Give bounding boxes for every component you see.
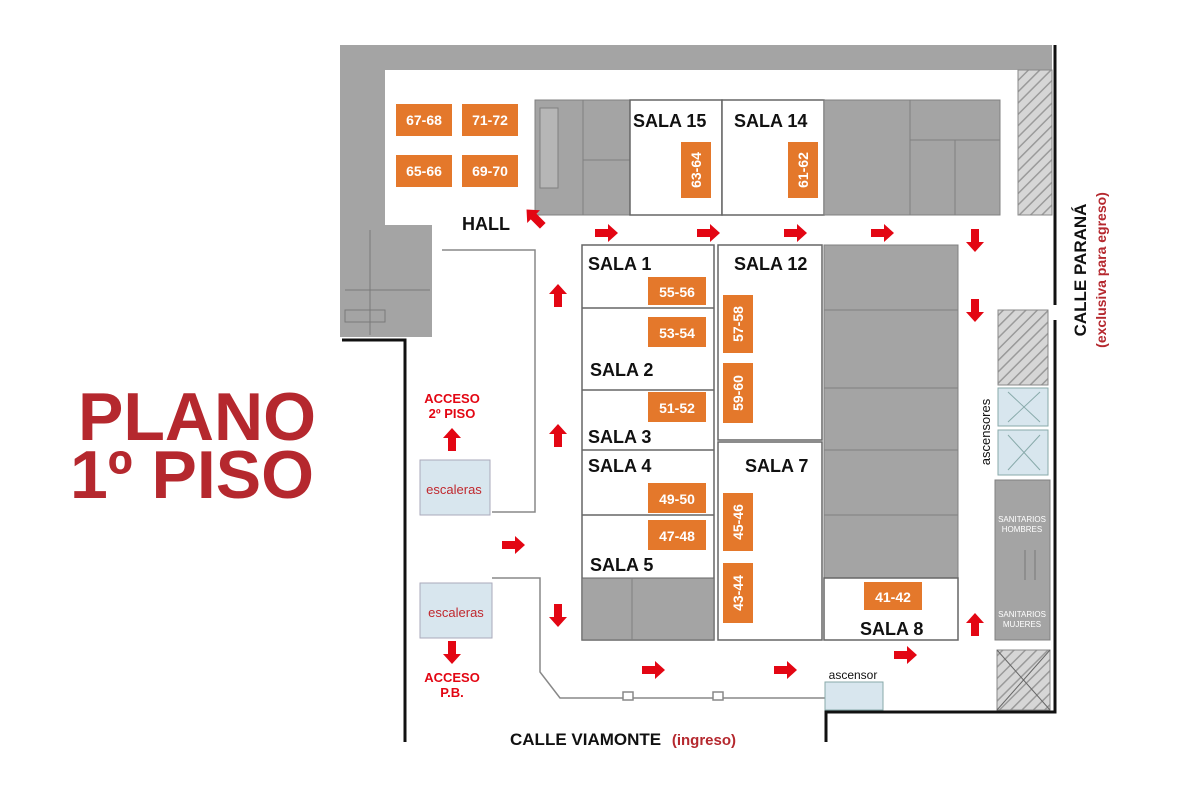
booth-63-64: 63-64 [688, 152, 704, 188]
sala-7-label: SALA 7 [745, 456, 808, 476]
stairs-label-top: escaleras [426, 482, 482, 497]
booth-59-60: 59-60 [730, 375, 746, 411]
arrow-up-left [526, 209, 546, 229]
top-rooms [534, 99, 1001, 216]
arrow-up [549, 284, 567, 307]
women-restroom-label: SANITARIOS [998, 610, 1046, 619]
arrow-right [502, 536, 525, 554]
booth-41-42: 41-42 [875, 589, 911, 605]
booths [396, 104, 922, 623]
arrow-up [966, 613, 984, 636]
stairs [419, 459, 493, 639]
access-2nd-floor-label: ACCESO [424, 391, 480, 406]
women-restroom-label-2: MUJERES [1003, 620, 1041, 629]
men-restroom-label-2: HOMBRES [1002, 525, 1042, 534]
men-restroom-label: SANITARIOS [998, 515, 1046, 524]
arrow-right [774, 661, 797, 679]
booth-55-56: 55-56 [659, 284, 695, 300]
arrow-up [549, 424, 567, 447]
arrow-down [549, 604, 567, 627]
sala-8-label: SALA 8 [860, 619, 923, 639]
booth-51-52: 51-52 [659, 400, 695, 416]
sala-5-label: SALA 5 [590, 555, 653, 575]
arrow-up [443, 428, 461, 451]
street-parana-label: CALLE PARANÁ [1071, 204, 1090, 337]
booth-67-68: 67-68 [406, 112, 442, 128]
booth-69-70: 69-70 [472, 163, 508, 179]
access-2nd-floor-label-2: 2º PISO [429, 406, 476, 421]
arrow-right [894, 646, 917, 664]
booth-47-48: 47-48 [659, 528, 695, 544]
street-viamonte-label: CALLE VIAMONTE [510, 730, 661, 749]
booth-43-44: 43-44 [730, 575, 746, 611]
street-parana-note: (exclusiva para egreso) [1093, 192, 1109, 348]
arrow-right [784, 224, 807, 242]
svg-text:CALLE VIAMONTE (ingreso): CALLE VIAMONTE (ingreso) [510, 730, 736, 749]
sala-4-label: SALA 4 [588, 456, 651, 476]
booth-53-54: 53-54 [659, 325, 695, 341]
sala-1-label: SALA 1 [588, 254, 651, 274]
booth-71-72: 71-72 [472, 112, 508, 128]
elevator-label: ascensor [829, 668, 878, 682]
restrooms [994, 479, 1051, 711]
elevators-label: ascensores [978, 398, 993, 465]
arrow-down [966, 229, 984, 252]
sala-15-label: SALA 15 [633, 111, 706, 131]
exterior-walls [342, 45, 1057, 742]
sala-14-label: SALA 14 [734, 111, 807, 131]
flow-arrows [443, 209, 984, 679]
map-title-line-1: PLANO [78, 379, 316, 455]
hall-label: HALL [462, 214, 510, 234]
arrow-down [966, 299, 984, 322]
access-ground-label-2: P.B. [440, 685, 464, 700]
stairs-label-bottom: escaleras [428, 605, 484, 620]
arrow-right [697, 224, 720, 242]
arrow-right [871, 224, 894, 242]
sala-2-label: SALA 2 [590, 360, 653, 380]
map-title-line-2: 1º PISO [70, 437, 314, 513]
street-viamonte-note: (ingreso) [672, 732, 736, 749]
arrow-down [443, 641, 461, 664]
elevators [824, 387, 1049, 711]
sala-12-label: SALA 12 [734, 254, 807, 274]
booth-61-62: 61-62 [795, 152, 811, 188]
access-ground-label: ACCESO [424, 670, 480, 685]
booth-65-66: 65-66 [406, 163, 442, 179]
building-structure [340, 45, 1053, 386]
booth-49-50: 49-50 [659, 491, 695, 507]
arrow-right [595, 224, 618, 242]
booth-45-46: 45-46 [730, 504, 746, 540]
booth-57-58: 57-58 [730, 306, 746, 342]
sala-3-label: SALA 3 [588, 427, 651, 447]
interior-walls [442, 249, 825, 701]
arrow-right [642, 661, 665, 679]
